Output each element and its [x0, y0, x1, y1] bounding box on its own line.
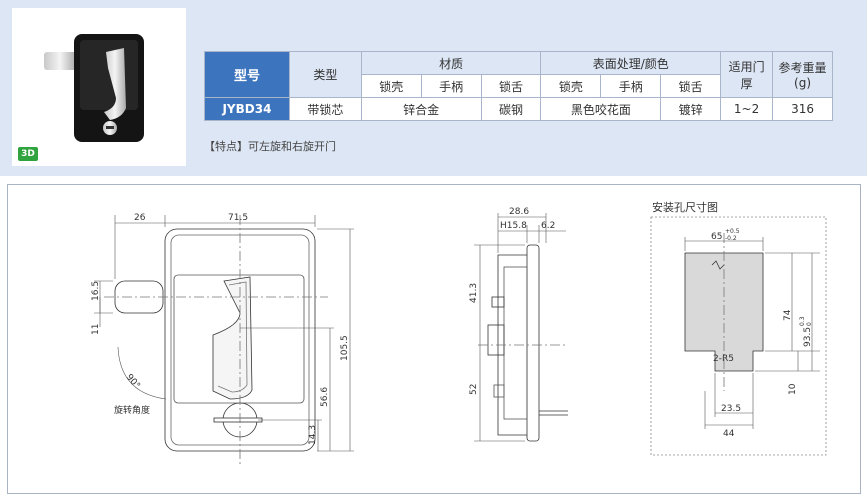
dim-total-depth: 28.6 [509, 207, 529, 217]
cutout-height-inner: 74 [783, 309, 793, 321]
cell-material-tongue: 碳钢 [480, 97, 542, 121]
header-model: 型号 [204, 51, 290, 98]
dim-side-lower: 52 [469, 384, 479, 395]
cutout-title: 安装孔尺寸图 [652, 200, 718, 214]
sub-header-surface-tongue: 锁舌 [660, 74, 722, 98]
cutout-width-tol-lower: -0.2 [725, 235, 737, 242]
dim-body-width: 71.5 [228, 213, 248, 223]
3d-badge[interactable]: 3D [18, 147, 38, 161]
cutout-height-tol-upper: 0.3 [799, 316, 806, 326]
cutout-notch-width: 23.5 [721, 404, 741, 414]
dim-lower-height: 56.6 [320, 387, 330, 407]
dim-side-upper: 41.3 [469, 283, 479, 303]
header-weight: 参考重量(g) [772, 51, 833, 98]
product-photo [12, 8, 186, 166]
header-material: 材质 [360, 51, 542, 75]
cutout-height-tol-lower: 0 [806, 322, 813, 326]
cell-surface-body-handle: 黑色咬花面 [540, 97, 662, 121]
cutout-corner-radius: 2-R5 [713, 354, 734, 364]
dim-bottom-offset: 14.3 [308, 425, 318, 445]
lock-photo-image [44, 34, 144, 142]
cell-type: 带锁芯 [288, 97, 362, 121]
cell-material-body-handle: 锌合金 [360, 97, 482, 121]
cutout-bottom-width: 44 [723, 429, 735, 439]
dim-total-height: 105.5 [340, 335, 350, 361]
rotation-angle: 90° [124, 373, 142, 392]
cutout-width: 65 [711, 232, 722, 242]
feature-text: 【特点】可左旋和右旋开门 [204, 140, 336, 153]
sub-header-material-body: 锁壳 [360, 74, 422, 98]
front-view: 26 71.5 16.5 11 90° 旋转角度 105.5 56.6 14.3 [91, 213, 354, 467]
cutout-width-tol-upper: +0.5 [725, 228, 740, 235]
rotation-label: 旋转角度 [114, 404, 150, 416]
sub-header-material-tongue: 锁舌 [480, 74, 542, 98]
dim-offset-width: 26 [134, 213, 146, 223]
spec-table: 型号 类型 材质 表面处理/颜色 适用门厚 参考重量(g) 锁壳 手柄 锁舌 锁… [204, 51, 833, 121]
technical-drawing: 26 71.5 16.5 11 90° 旋转角度 105.5 56.6 14.3 [7, 184, 861, 494]
cutout-notch-height: 10 [788, 383, 798, 395]
cell-surface-tongue: 镀锌 [660, 97, 722, 121]
product-header-panel: 3D 型号 类型 材质 表面处理/颜色 适用门厚 参考重量(g) 锁壳 手柄 锁… [0, 0, 867, 176]
dim-flange: 6.2 [541, 221, 555, 231]
sub-header-surface-body: 锁壳 [540, 74, 602, 98]
cutout-view: 安装孔尺寸图 65 +0.5 -0.2 74 93.5 0.3 0 10 [650, 200, 827, 456]
header-surface: 表面处理/颜色 [540, 51, 722, 75]
cell-model: JYBD34 [204, 97, 290, 121]
dim-h: H15.8 [500, 221, 527, 231]
header-type: 类型 [288, 51, 362, 98]
dim-tongue-height: 16.5 [91, 281, 101, 301]
side-view: 28.6 H15.8 6.2 41.3 52 [469, 207, 568, 442]
cell-door-thickness: 1~2 [720, 97, 774, 121]
header-door-thickness: 适用门厚 [720, 51, 774, 98]
dim-tongue-offset: 11 [91, 324, 101, 335]
cell-weight: 316 [772, 97, 833, 121]
cutout-height-total: 93.5 [803, 327, 813, 347]
sub-header-material-handle: 手柄 [420, 74, 482, 98]
sub-header-surface-handle: 手柄 [600, 74, 662, 98]
